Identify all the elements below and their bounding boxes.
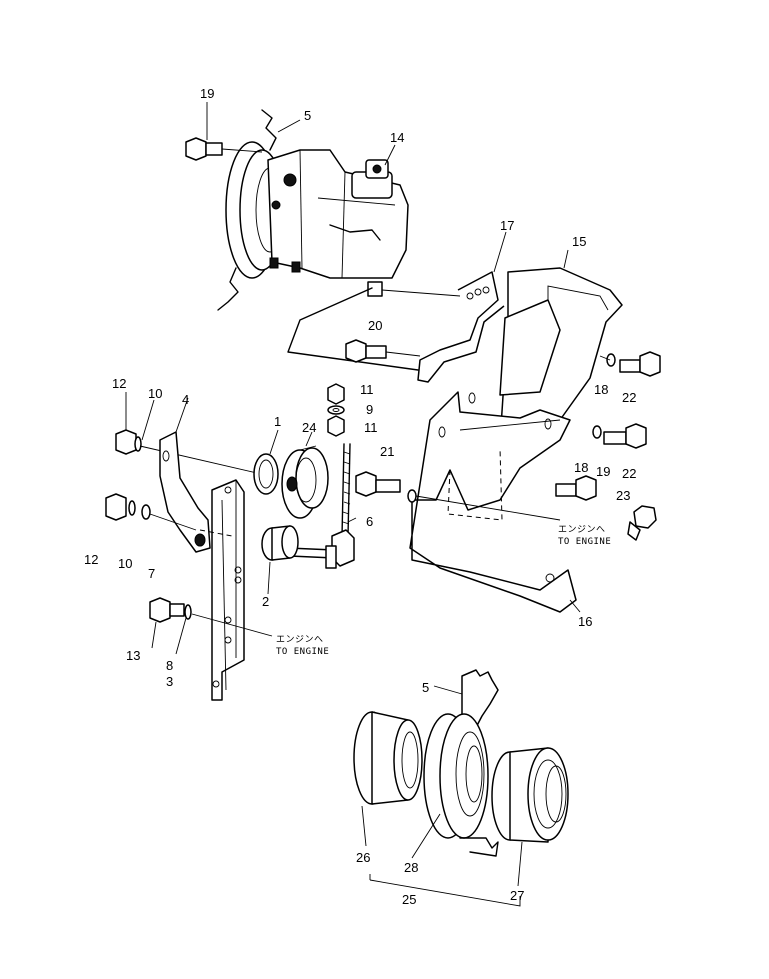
washer-18-b xyxy=(592,425,602,439)
spacer-2 xyxy=(261,525,299,561)
to-engine-labels: エンジンへ TO ENGINE エンジンへ TO ENGINE xyxy=(276,525,611,657)
bracket-17 xyxy=(417,271,505,383)
callout-25: 25 xyxy=(402,892,416,907)
bolt-13 xyxy=(149,597,273,637)
callout-10-lower: 10 xyxy=(118,556,132,571)
callout-22-b: 22 xyxy=(622,466,636,481)
to-engine-en-left: TO ENGINE xyxy=(276,647,329,657)
callout-17: 17 xyxy=(500,218,514,233)
callout-1: 1 xyxy=(274,414,281,429)
bolt-23 xyxy=(627,505,657,541)
callout-18-a: 18 xyxy=(594,382,608,397)
callout-2: 2 xyxy=(262,594,269,609)
callout-9: 9 xyxy=(366,402,373,417)
callout-15: 15 xyxy=(572,234,586,249)
hub-27 xyxy=(491,747,569,843)
callout-12-lower: 12 xyxy=(84,552,98,567)
callout-27: 27 xyxy=(510,888,524,903)
to-engine-jp-right: エンジンへ xyxy=(558,525,606,535)
nut-12-lower xyxy=(105,493,151,521)
callout-7: 7 xyxy=(148,566,155,581)
callout-5-top: 5 xyxy=(304,108,311,123)
plate-4 xyxy=(159,397,211,553)
bolt-22-a xyxy=(619,351,661,377)
nut-11-top xyxy=(327,383,345,405)
callout-3: 3 xyxy=(166,674,173,689)
callout-10-top: 10 xyxy=(148,386,162,401)
callout-19-right: 19 xyxy=(596,464,610,479)
callout-23: 23 xyxy=(616,488,630,503)
bolt-20 xyxy=(345,339,421,363)
compressor xyxy=(217,109,409,311)
callout-26: 26 xyxy=(356,850,370,865)
ring-1 xyxy=(253,453,279,495)
nut-12-top xyxy=(115,429,142,455)
callout-5-lower: 5 xyxy=(422,680,429,695)
bracket-15 xyxy=(499,267,623,443)
callout-20: 20 xyxy=(368,318,382,333)
callout-12-top: 12 xyxy=(112,376,126,391)
callout-18-b: 18 xyxy=(574,460,588,475)
callout-11-bottom: 11 xyxy=(364,420,378,435)
pulley-24 xyxy=(281,445,329,519)
callout-19-top: 19 xyxy=(200,86,214,101)
callout-6: 6 xyxy=(366,514,373,529)
coil-26 xyxy=(353,711,423,805)
callout-16: 16 xyxy=(578,614,592,629)
pulley-28 xyxy=(423,713,499,857)
callout-8: 8 xyxy=(166,658,173,673)
bolt-19-right xyxy=(555,475,597,501)
callout-11-top: 11 xyxy=(360,382,374,397)
bolt-19-top xyxy=(185,137,263,161)
callout-4: 4 xyxy=(182,392,189,407)
washer-9 xyxy=(327,405,345,415)
callouts: 19 5 14 17 15 20 18 22 12 10 4 11 9 11 1… xyxy=(84,86,636,907)
bolt-22-b xyxy=(603,423,647,449)
callout-13: 13 xyxy=(126,648,140,663)
adjuster-bar-3 xyxy=(199,479,245,701)
callout-14: 14 xyxy=(390,130,404,145)
nut-11-bottom xyxy=(327,415,345,437)
callout-22-a: 22 xyxy=(622,390,636,405)
washer-18-a xyxy=(606,353,616,367)
callout-21: 21 xyxy=(380,444,394,459)
callout-24: 24 xyxy=(302,420,316,435)
to-engine-en-right: TO ENGINE xyxy=(558,537,611,547)
bolt-21 xyxy=(355,471,561,521)
callout-28: 28 xyxy=(404,860,418,875)
bracket-16 xyxy=(409,391,581,613)
to-engine-jp-left: エンジンへ xyxy=(276,635,324,645)
